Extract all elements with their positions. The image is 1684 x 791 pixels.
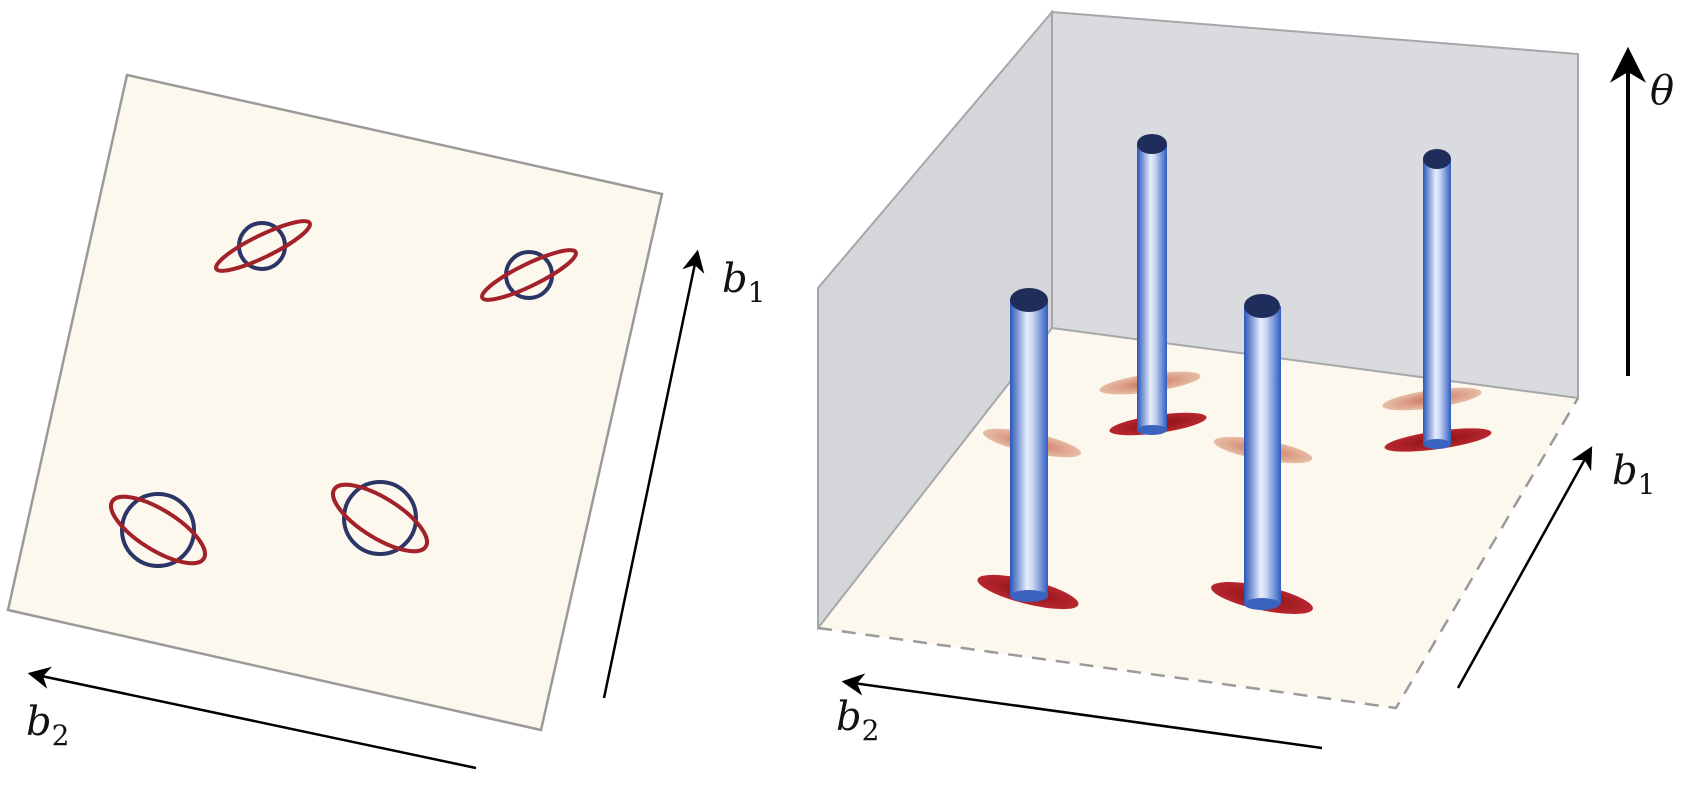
vortex-line-back-left bbox=[1099, 134, 1207, 436]
vortex-line-back-right bbox=[1382, 149, 1492, 452]
red-ring bbox=[330, 482, 430, 554]
cylinder-bottom bbox=[1137, 425, 1167, 435]
blue-cylinder bbox=[1244, 306, 1281, 604]
side-wall bbox=[817, 9, 1053, 631]
cylinder-cap bbox=[1423, 149, 1451, 169]
blue-cylinder bbox=[1137, 144, 1167, 430]
cylinder-cap bbox=[1010, 288, 1048, 312]
blue-cylinder bbox=[1010, 300, 1048, 596]
red-ring bbox=[214, 219, 312, 273]
red-ring bbox=[480, 248, 578, 302]
ring-pair-bottom-left bbox=[108, 492, 208, 568]
brillouin-zone-plane bbox=[6, 73, 664, 732]
b1-axis-arrow bbox=[602, 249, 705, 699]
cylinder-cap bbox=[1244, 294, 1280, 318]
vortex-line-front-right bbox=[1211, 294, 1313, 614]
floor-plane bbox=[818, 328, 1578, 708]
vortex-line-front-left bbox=[977, 288, 1081, 610]
floor-dashed-edge bbox=[817, 397, 1580, 710]
ring-pair-top-right bbox=[480, 248, 578, 302]
red-ring bbox=[108, 494, 208, 566]
cylinder-bottom bbox=[1244, 598, 1280, 610]
right-b1-axis-arrow bbox=[1456, 446, 1593, 689]
right-b2-axis-arrow bbox=[841, 673, 1323, 750]
left-b2-label: b2 bbox=[26, 699, 69, 752]
left-b1-label: b1 bbox=[722, 256, 765, 309]
cylinder-bottom bbox=[1423, 439, 1451, 449]
theta-label: θ bbox=[1650, 68, 1674, 114]
blue-ring bbox=[120, 492, 196, 568]
ring-pair-bottom-right bbox=[330, 480, 430, 556]
blue-cylinder bbox=[1423, 159, 1451, 444]
right-panel: θ b1 b2 bbox=[817, 9, 1674, 750]
b2-axis-arrow bbox=[27, 666, 477, 770]
ring-pair-top-left bbox=[214, 219, 312, 273]
right-b2-label: b2 bbox=[836, 694, 879, 747]
cylinder-bottom bbox=[1010, 590, 1048, 602]
left-panel: b1 b2 bbox=[6, 73, 765, 770]
right-b1-label: b1 bbox=[1612, 448, 1655, 501]
cylinder-cap bbox=[1137, 134, 1167, 154]
blue-ring bbox=[342, 480, 418, 556]
